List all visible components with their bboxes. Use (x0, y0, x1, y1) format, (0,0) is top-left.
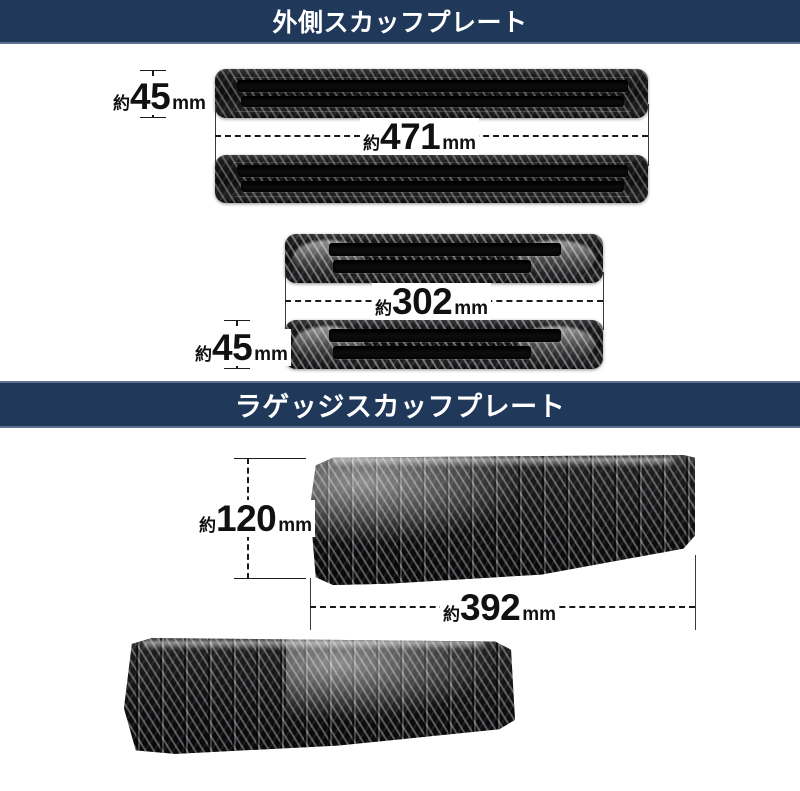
dimension-cap-bottom-120mm (234, 578, 306, 579)
product-scuff-plate-medium-top (285, 234, 603, 283)
plate-channel-upper (237, 165, 628, 177)
product-scuff-plate-long-top (215, 69, 648, 118)
plate-channel-lower (333, 346, 531, 359)
extension-line-right-471mm (648, 104, 649, 166)
extension-line-right-392mm (695, 555, 696, 630)
dimension-label-45mm-upper: 約 45 mm (110, 78, 209, 115)
section-title-luggage-scuff: ラゲッジスカッフプレート (234, 392, 566, 422)
dimension-label-471mm: 約 471 mm (360, 118, 480, 155)
plate-channel-upper (329, 243, 561, 256)
luggage-plate-highlight (310, 455, 549, 553)
plate-channel-lower (241, 181, 624, 192)
product-scuff-plate-long-bottom (215, 155, 648, 203)
dimension-label-302mm: 約 302 mm (372, 283, 492, 320)
plate-groove-top (233, 162, 632, 163)
plate-channel-upper (237, 80, 628, 92)
product-luggage-plate-top (310, 455, 695, 585)
plate-channel-lower (241, 96, 624, 107)
carbon-weave-texture (215, 69, 648, 118)
product-luggage-plate-bottom (123, 638, 515, 754)
luggage-plate-highlight (285, 638, 515, 730)
product-scuff-plate-medium-bottom (285, 320, 603, 369)
carbon-weave-texture (215, 155, 648, 203)
luggage-plate-top-edge-gloss (333, 458, 672, 467)
dimension-label-45mm-lower: 約 45 mm (192, 329, 291, 366)
extension-line-right-302mm (603, 272, 604, 330)
plate-channel-upper (329, 329, 561, 342)
plate-groove-bottom (235, 196, 630, 197)
section-banner-outer-scuff: 外側スカッフプレート (0, 0, 800, 44)
dimension-label-120mm: 約 120 mm (196, 500, 316, 537)
plate-channel-lower (333, 260, 531, 273)
plate-groove-bottom (235, 111, 630, 112)
plate-groove-top (233, 77, 632, 78)
section-banner-luggage-scuff: ラゲッジスカッフプレート (0, 381, 800, 428)
dimension-cap-top-120mm (234, 458, 306, 459)
dimension-label-392mm: 約 392 mm (440, 589, 560, 626)
section-title-outer-scuff: 外側スカッフプレート (272, 9, 528, 37)
luggage-plate-top-edge-gloss (143, 641, 484, 650)
extension-line-left-392mm (310, 578, 311, 630)
